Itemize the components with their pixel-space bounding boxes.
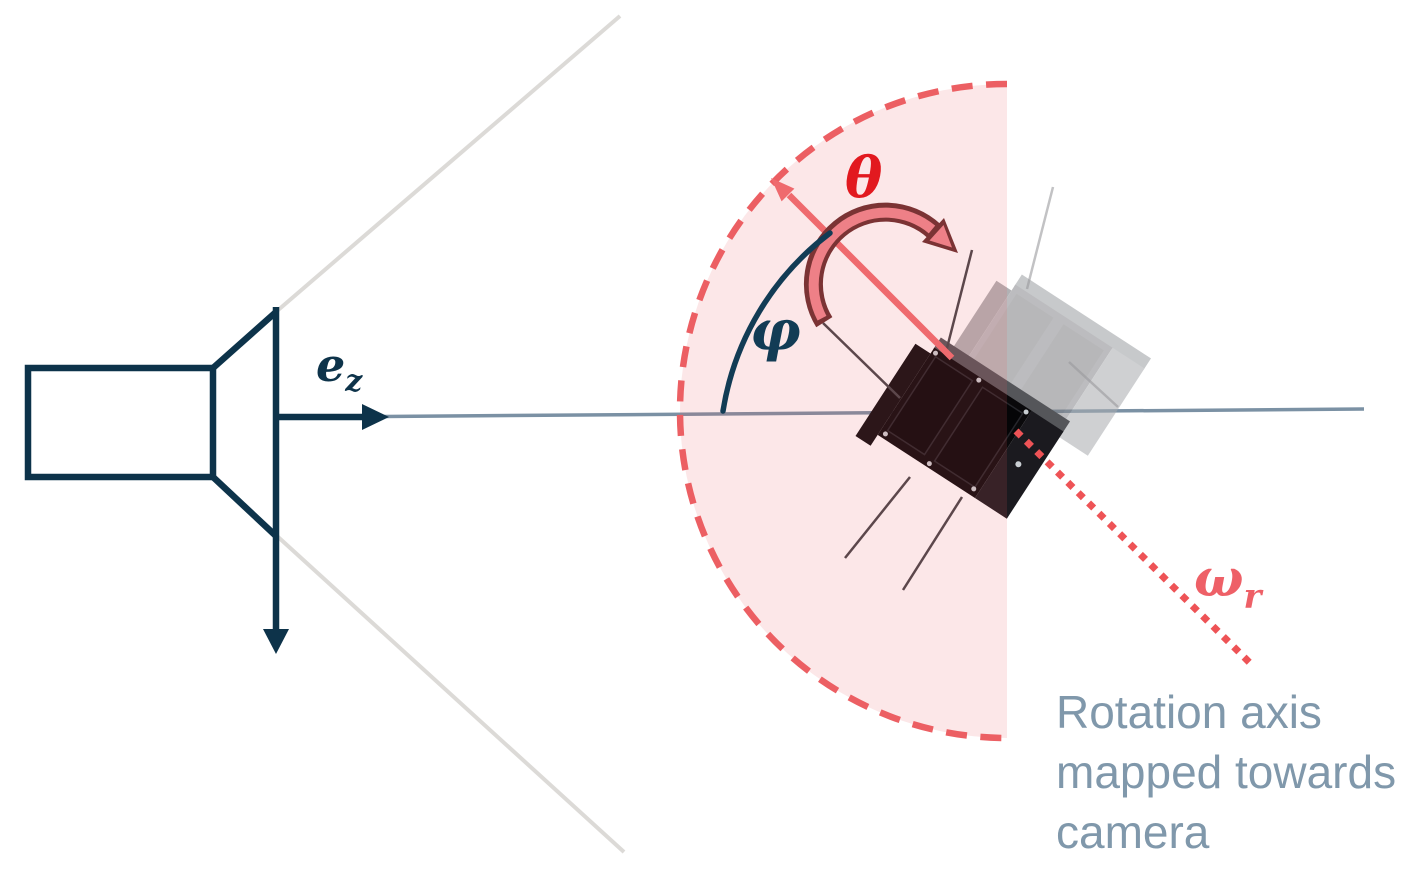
satellite-antenna-up [944,249,974,353]
theta-arrow-head-fill [929,225,952,248]
camera-horn-top [210,309,279,371]
satellite-top-rail [933,337,1071,434]
frustum-line-upper [275,14,622,313]
ghost-antenna-up [1025,186,1055,290]
ghost-antenna-down-right [1068,361,1119,408]
ez-arrow-head [362,404,389,430]
radius-arrow-shaft [786,192,955,361]
satellite-panel-right [933,386,1024,489]
caption-line-3: camera [1056,806,1210,858]
ghost-front-face [958,284,1113,436]
phi-angle-arc [720,230,833,414]
satellite-screws [882,350,1029,492]
radius-arrow-head [771,178,795,202]
phi-label: φ [750,298,801,364]
ghost-panel-right [1015,324,1104,425]
satellite-panel-left [886,355,974,456]
caption-line-1: Rotation axis [1056,686,1322,738]
satellite-antenna-down-left [844,476,911,559]
rotation-axis-caption: Rotation axis mapped towards camera [1056,682,1426,862]
satellite-icon [855,337,1071,519]
satellite-antennas [822,249,974,591]
ghost-panel-left [968,293,1054,392]
ghost-top-rail [1014,274,1152,371]
omega-r-label: ωr [1194,553,1262,617]
ghost-antennas [1025,186,1119,408]
ez-base: e [316,338,346,392]
half-disc-region [680,84,1007,738]
satellite-ghost-icon [936,274,1152,456]
camera-body [24,364,217,481]
satellite-front-face [877,347,1032,499]
theta-arrow-fill [808,207,936,321]
frustum-line-lower [275,534,626,854]
ez-label: ez [316,342,362,397]
caption-line-2: mapped towards [1056,746,1397,798]
omega-base: ω [1194,548,1244,609]
satellite-panel-slab [855,343,931,446]
dashed-arc-border [676,80,1008,742]
ghost-side-face [1055,347,1145,456]
down-axis-arrow-head [263,629,289,654]
theta-label: θ [845,145,883,211]
rotation-axis-dotted-line [1013,428,1253,666]
ez-sub: z [345,364,363,399]
omega-sub: r [1243,577,1262,617]
satellite-antenna-up-left [822,322,901,399]
camera-horn-bottom [210,474,279,539]
camera-icon [24,307,366,633]
satellite-antenna-down [901,496,964,591]
